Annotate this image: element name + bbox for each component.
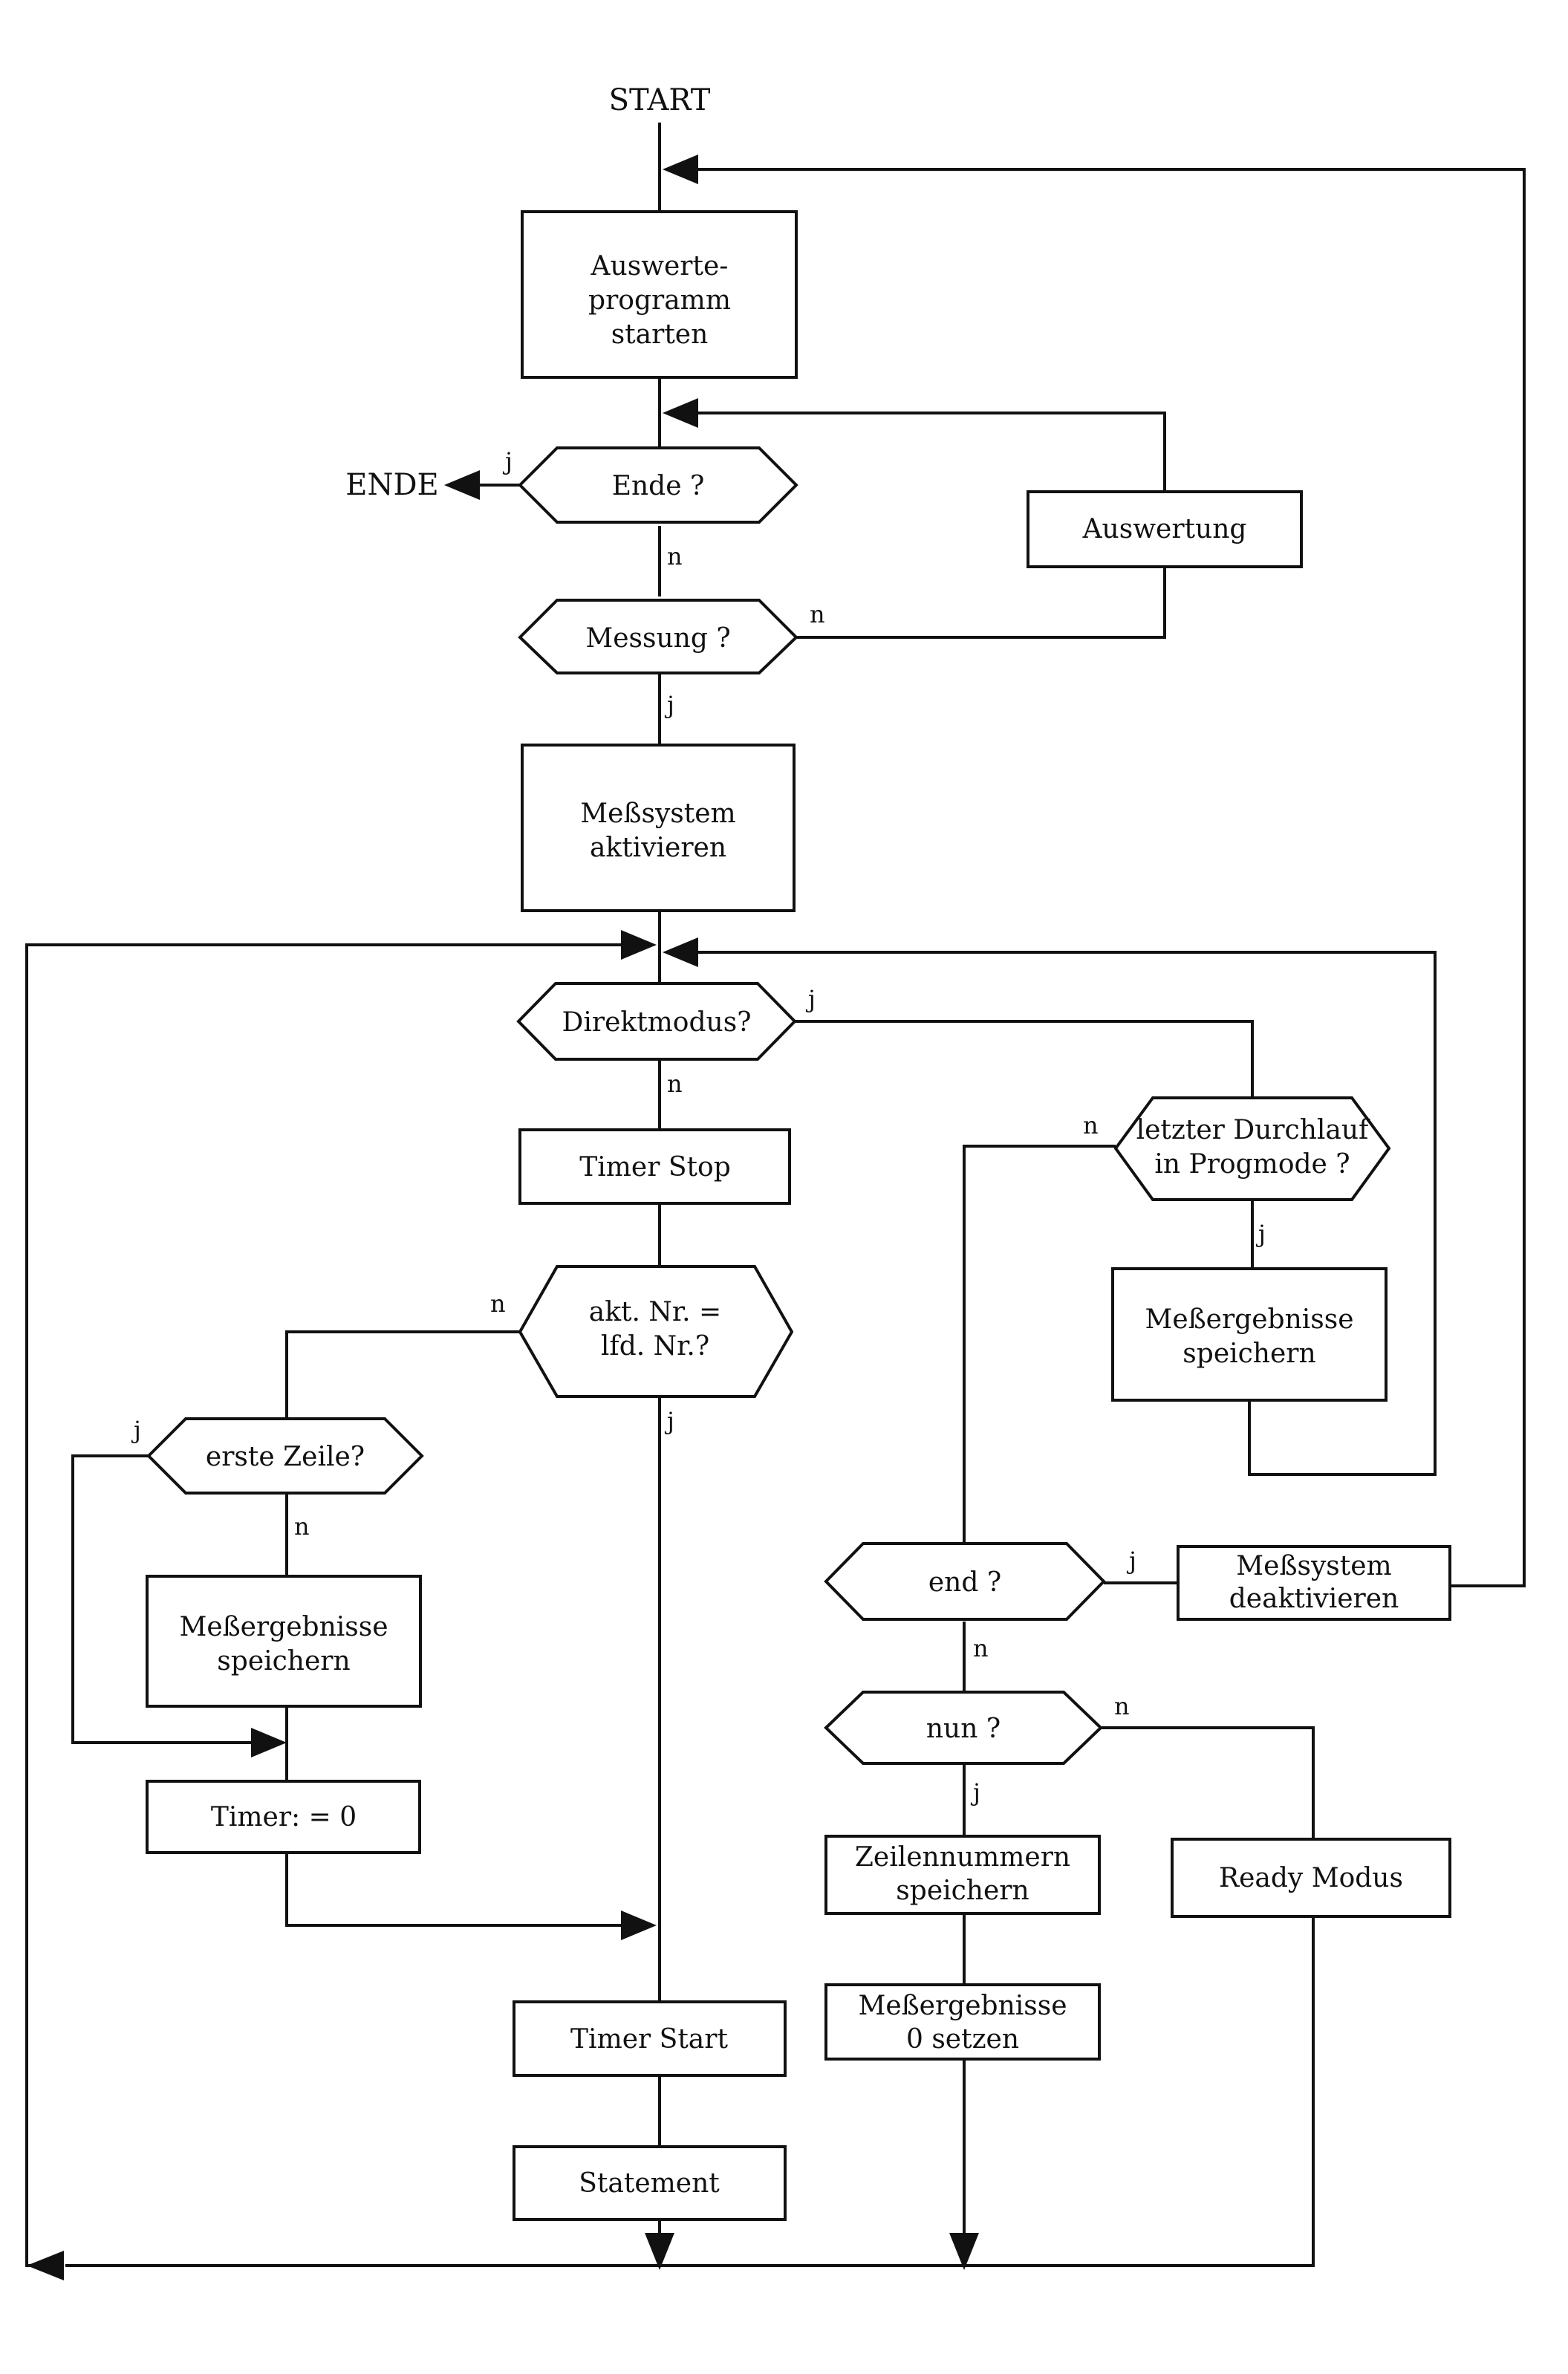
branch-end-yes: j <box>1126 1547 1136 1575</box>
decision-direktmodus-label: Direktmodus? <box>562 1007 752 1038</box>
branch-ende-no: n <box>667 542 683 570</box>
decision-letzter-durchlauf: letzter Durchlauf in Progmode ? <box>1113 1096 1391 1201</box>
branch-labels: j n n j j n n j j n n j j n n j <box>131 447 1266 1806</box>
box-timer-stop-line1: Timer Stop <box>579 1152 730 1183</box>
box-statement-line1: Statement <box>579 2168 720 2199</box>
decision-akt-nr: akt. Nr. = lfd. Nr.? <box>518 1265 794 1398</box>
line-letzter-no <box>963 1145 1116 1543</box>
box-ready-modus-line1: Ready Modus <box>1219 1863 1403 1893</box>
arrowhead-timerzero-merge <box>621 1910 657 1940</box>
branch-nun-no: n <box>1114 1692 1130 1720</box>
box-timer-null-line1: Timer: = 0 <box>211 1802 357 1832</box>
decision-letzter-durchlauf-line2: in Progmode ? <box>1154 1149 1350 1180</box>
decision-akt-nr-line1: akt. Nr. = <box>589 1297 721 1327</box>
decision-ende-label: Ende ? <box>612 471 705 501</box>
box-messsystem-deaktivieren-line1: Meßsystem <box>1236 1551 1391 1581</box>
arrowhead-top-loop <box>663 155 698 184</box>
line-direkt-yes <box>795 1020 1254 1098</box>
branch-ende-yes: j <box>502 447 513 475</box>
line-erstezeile-yes <box>71 1454 257 1744</box>
box-messergebnisse-null-line2: 0 setzen <box>906 2024 1019 2055</box>
box-messergebnisse-null-line1: Meßergebnisse <box>858 1991 1067 2021</box>
decision-akt-nr-line2: lfd. Nr.? <box>601 1331 709 1362</box>
box-timer-null: Timer: = 0 <box>146 1780 421 1854</box>
decision-nun-label: nun ? <box>926 1714 1001 1744</box>
decision-erste-zeile: erste Zeile? <box>146 1417 424 1495</box>
box-statement: Statement <box>513 2145 787 2221</box>
box-auswerteprogramm-line1: Auswerte- <box>591 251 729 282</box>
box-messergebnisse-null: Meßergebnisse 0 setzen <box>824 1983 1101 2061</box>
decision-direktmodus: Direktmodus? <box>516 982 797 1061</box>
line-nun-no <box>1101 1726 1315 1839</box>
arrowhead-left-loop <box>621 930 657 960</box>
decision-end: end ? <box>824 1542 1106 1621</box>
box-zeilennummern-line1: Zeilennummern <box>855 1842 1070 1873</box>
box-zeilennummern: Zeilennummern speichern <box>824 1835 1101 1915</box>
line-deactivate-loop <box>691 168 1526 1587</box>
box-messsystem-deaktivieren: Meßsystem deaktivieren <box>1177 1545 1451 1621</box>
box-auswerteprogramm: Auswerte- programm starten <box>521 210 798 379</box>
arrowhead-auswertung-loop <box>663 398 698 428</box>
branch-end-no: n <box>973 1634 989 1662</box>
connectors <box>25 123 1526 2267</box>
box-timer-start: Timer Start <box>513 2000 787 2077</box>
decision-nun: nun ? <box>824 1691 1103 1765</box>
branch-messung-no: n <box>810 600 825 628</box>
decision-letzter-durchlauf-line1: letzter Durchlauf <box>1136 1115 1370 1145</box>
box-messsystem-aktivieren-line2: aktivieren <box>590 833 726 863</box>
box-messergebnisse-links-line1: Meßergebnisse <box>179 1612 388 1642</box>
decision-ende: Ende ? <box>518 446 798 524</box>
branch-direkt-no: n <box>667 1070 683 1098</box>
branch-nun-yes: j <box>970 1778 980 1806</box>
box-auswerteprogramm-line3: starten <box>611 319 709 350</box>
arrowheads <box>27 155 979 2280</box>
branch-aktnr-yes: j <box>664 1407 674 1435</box>
line-right-loop <box>689 951 1437 1476</box>
decision-messung: Messung ? <box>518 599 798 674</box>
line-messung-no <box>796 567 1166 639</box>
branch-erstezeile-no: n <box>294 1512 310 1541</box>
branch-erstezeile-yes: j <box>131 1416 141 1444</box>
line-aktnr-no <box>285 1330 520 1419</box>
end-label: ENDE <box>345 468 438 502</box>
arrowhead-bottom-left <box>27 2251 64 2280</box>
box-messergebnisse-links-line2: speichern <box>217 1646 350 1677</box>
decision-end-label: end ? <box>928 1567 1001 1598</box>
box-auswertung-line1: Auswertung <box>1082 514 1247 544</box>
box-zeilennummern-line2: speichern <box>896 1876 1029 1906</box>
box-auswerteprogramm-line2: programm <box>588 285 731 316</box>
box-messergebnisse-rechts-line2: speichern <box>1182 1339 1315 1369</box>
line-timerzero-to-main <box>285 1853 621 1927</box>
box-messergebnisse-links: Meßergebnisse speichern <box>146 1575 422 1708</box>
decision-erste-zeile-label: erste Zeile? <box>206 1442 365 1472</box>
arrowhead-statement-down <box>645 2233 674 2270</box>
box-messergebnisse-rechts: Meßergebnisse speichern <box>1111 1267 1388 1402</box>
box-timer-stop: Timer Stop <box>518 1128 791 1205</box>
box-messsystem-aktivieren: Meßsystem aktivieren <box>521 744 796 912</box>
start-label: START <box>609 83 711 117</box>
box-timer-start-line1: Timer Start <box>570 2024 728 2055</box>
arrowhead-right-loop <box>663 937 698 967</box>
arrowhead-null-down <box>949 2233 979 2270</box>
box-messsystem-aktivieren-line1: Meßsystem <box>580 799 735 829</box>
line-auswertung-loop <box>691 412 1166 492</box>
arrowhead-ende <box>444 470 480 500</box>
box-messsystem-deaktivieren-line2: deaktivieren <box>1229 1584 1399 1614</box>
branch-direkt-yes: j <box>805 985 816 1013</box>
box-auswertung: Auswertung <box>1027 490 1303 568</box>
branch-aktnr-no: n <box>490 1290 506 1318</box>
branch-letzter-yes: j <box>1255 1220 1266 1248</box>
box-ready-modus: Ready Modus <box>1171 1838 1451 1918</box>
box-messergebnisse-rechts-line1: Meßergebnisse <box>1145 1304 1353 1335</box>
branch-messung-yes: j <box>664 691 674 719</box>
line-bottom-bus <box>65 1916 1315 2267</box>
arrowhead-erstezeile-yes <box>251 1728 287 1757</box>
decision-messung-label: Messung ? <box>585 623 730 654</box>
branch-letzter-no: n <box>1083 1111 1099 1139</box>
